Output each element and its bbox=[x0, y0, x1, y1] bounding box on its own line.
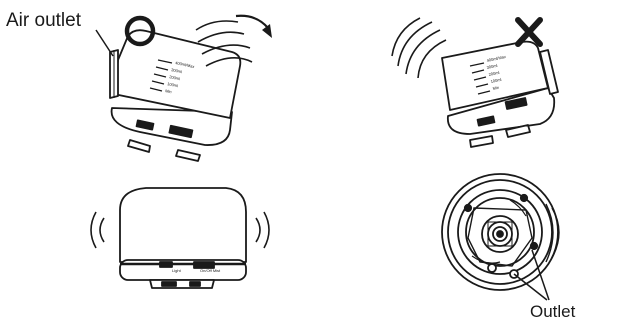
motion-waves-top-left bbox=[195, 20, 253, 67]
svg-text:200ml: 200ml bbox=[488, 70, 500, 77]
svg-text:On/Off Mist: On/Off Mist bbox=[200, 268, 221, 273]
svg-text:Light: Light bbox=[172, 268, 182, 273]
vibration-waves-right bbox=[255, 211, 270, 249]
outlet-pointers bbox=[513, 249, 550, 301]
svg-text:400ml/Max: 400ml/Max bbox=[175, 60, 195, 69]
device-bottom-view bbox=[441, 173, 560, 291]
svg-text:200ml: 200ml bbox=[169, 74, 181, 81]
svg-text:300ml: 300ml bbox=[486, 63, 498, 70]
svg-text:400ml/Max: 400ml/Max bbox=[486, 54, 506, 63]
device-tilted-incorrect: 400ml/Max 300ml 200ml 100ml Min bbox=[441, 40, 559, 148]
air-outlet-pointer bbox=[95, 29, 114, 57]
air-outlet-label: Air outlet bbox=[6, 10, 81, 31]
tilt-arrow-icon bbox=[235, 14, 272, 38]
vibration-waves-left bbox=[90, 211, 105, 249]
motion-waves-top-right bbox=[391, 17, 447, 79]
outlet-label: Outlet bbox=[530, 302, 576, 321]
svg-text:Min: Min bbox=[165, 88, 172, 94]
svg-text:Min: Min bbox=[492, 85, 499, 91]
svg-text:300ml: 300ml bbox=[171, 67, 183, 74]
cross-icon bbox=[515, 17, 543, 47]
device-side-view: Light On/Off Mist bbox=[119, 187, 247, 289]
svg-text:100ml: 100ml bbox=[490, 77, 502, 84]
circle-icon bbox=[124, 15, 156, 47]
device-tilted-correct: 400ml/Max 300ml 200ml 100ml Min bbox=[109, 29, 242, 162]
svg-text:100ml: 100ml bbox=[167, 81, 179, 88]
